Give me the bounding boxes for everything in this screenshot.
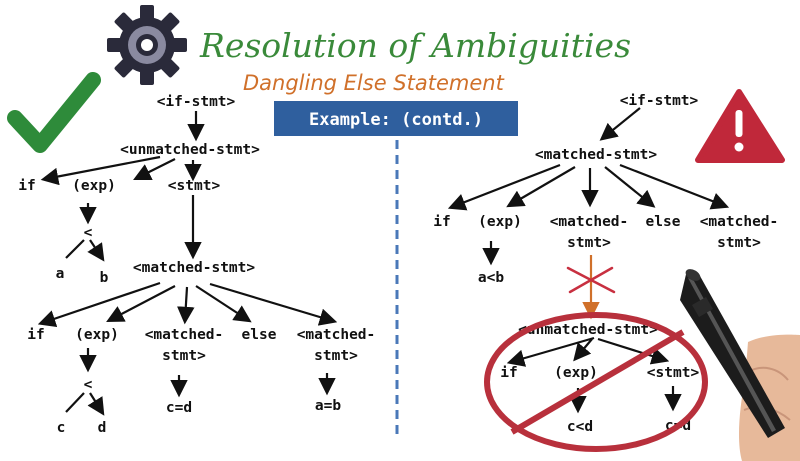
right-exp: (exp) [478, 214, 522, 230]
left-matched-right-line2: stmt> [314, 348, 358, 364]
left-c-eq-d: c=d [166, 400, 192, 416]
pen-hand-illustration [680, 269, 800, 461]
right-if-2: if [500, 365, 517, 381]
left-if-2: if [27, 327, 44, 343]
checkmark-icon [7, 72, 101, 153]
left-parse-tree: <if-stmt> <unmatched-stmt> if (exp) <stm… [18, 94, 375, 436]
warning-icon [695, 89, 785, 163]
left-unmatched-stmt: <unmatched-stmt> [120, 142, 260, 158]
left-lt: < [84, 225, 93, 241]
left-matched-child-line1: <matched- [145, 327, 224, 343]
left-matched-right-line1: <matched- [297, 327, 376, 343]
left-tree-edges [37, 111, 338, 412]
right-matched-stmt: <matched-stmt> [535, 147, 657, 163]
page-title: Resolution of Ambiguities [199, 26, 631, 65]
right-if-stmt-root: <if-stmt> [620, 93, 699, 109]
prohibition-sign [484, 312, 708, 452]
right-matched-right-line1: <matched- [700, 214, 779, 230]
left-a: a [56, 266, 65, 282]
right-else: else [646, 214, 681, 230]
left-exp: (exp) [72, 178, 116, 194]
left-matched-child-line2: stmt> [162, 348, 206, 364]
left-else: else [242, 327, 277, 343]
page-subtitle: Dangling Else Statement [243, 71, 505, 95]
banner-label: Example: (contd.) [309, 110, 483, 130]
right-parse-tree: <if-stmt> <matched-stmt> if (exp) <match… [433, 93, 779, 452]
cross-icon [566, 266, 616, 294]
left-a-eq-b: a=b [315, 398, 341, 414]
left-c: c [57, 420, 66, 436]
left-stmt: <stmt> [168, 178, 221, 194]
right-unmatched-stmt: <unmatched-stmt> [518, 322, 658, 338]
right-exp-2: (exp) [554, 365, 598, 381]
left-lt-2: < [84, 377, 93, 393]
left-exp-2: (exp) [75, 327, 119, 343]
gear-icon [107, 5, 187, 85]
right-matched-right-line2: stmt> [717, 235, 761, 251]
right-a-lt-b: a<b [478, 270, 504, 286]
right-matched-child-line2: stmt> [567, 235, 611, 251]
right-if: if [433, 214, 450, 230]
right-c-lt-d: c<d [567, 419, 593, 435]
right-stmt: <stmt> [647, 365, 700, 381]
left-if-stmt-root: <if-stmt> [157, 94, 236, 110]
left-d: d [98, 420, 107, 436]
left-if: if [18, 178, 35, 194]
example-banner: Example: (contd.) [274, 101, 518, 136]
right-tree-edges [447, 107, 730, 414]
right-matched-child-line1: <matched- [550, 214, 629, 230]
left-b: b [100, 270, 109, 286]
left-matched-stmt: <matched-stmt> [133, 260, 255, 276]
